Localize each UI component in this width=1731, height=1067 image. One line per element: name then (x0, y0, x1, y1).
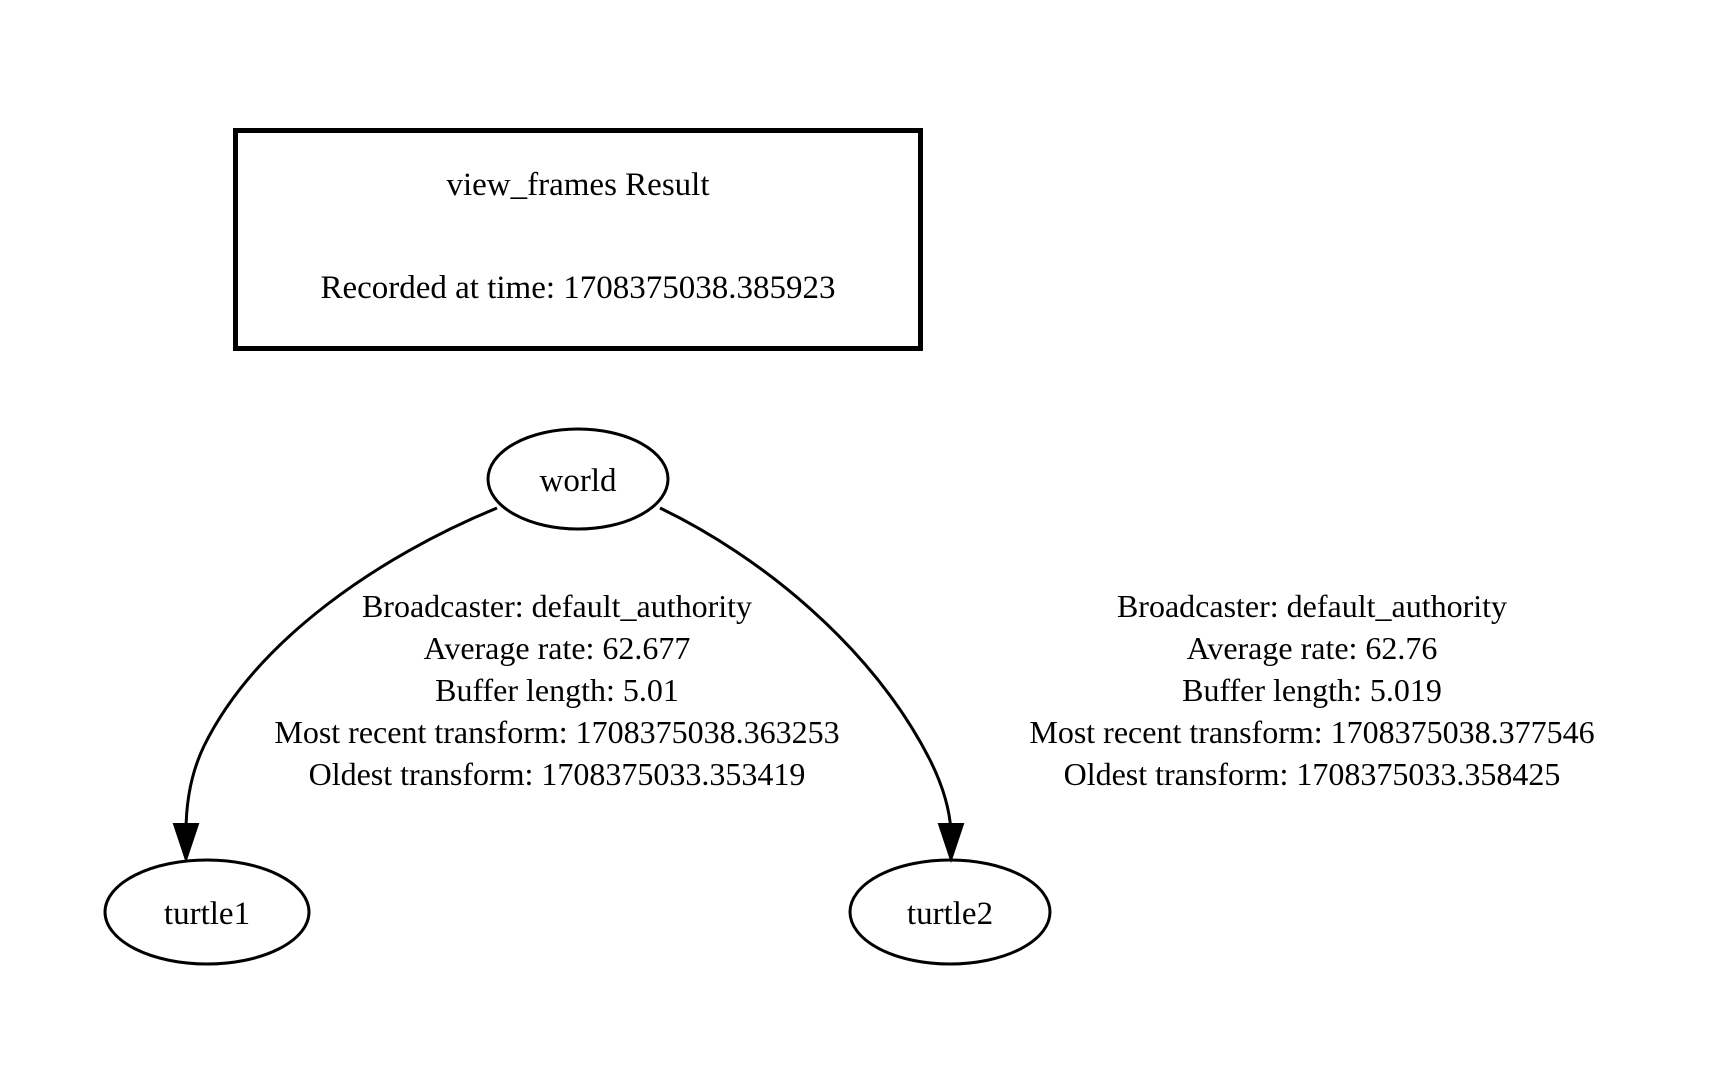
edge-label-world-turtle1: Broadcaster: default_authority Average r… (274, 585, 839, 795)
arrowhead-world-turtle1 (172, 823, 200, 864)
edge-label-line-most-recent-transform: Most recent transform: 1708375038.377546 (1029, 714, 1595, 750)
recorded-at-time: Recorded at time: 1708375038.385923 (320, 270, 836, 306)
edge-label-line-oldest-transform: Oldest transform: 1708375033.353419 (308, 756, 806, 792)
node-ellipse-turtle1[interactable] (103, 858, 311, 966)
page-title: view_frames Result (446, 167, 710, 203)
edge-label-line-average-rate: Average rate: 62.76 (1186, 630, 1438, 666)
node-label-turtle2[interactable]: turtle2 (906, 896, 994, 932)
edge-label-line-oldest-transform: Oldest transform: 1708375033.358425 (1063, 756, 1561, 792)
header-box: view_frames Result Recorded at time: 170… (233, 128, 923, 351)
edge-label-line-most-recent-transform: Most recent transform: 1708375038.363253 (274, 714, 840, 750)
arrowhead-world-turtle2 (937, 823, 965, 864)
edge-label-line-average-rate: Average rate: 62.677 (423, 630, 691, 666)
edge-label-line-buffer-length: Buffer length: 5.019 (1182, 672, 1442, 708)
edge-label-line-broadcaster: Broadcaster: default_authority (1116, 588, 1508, 624)
edge-label-line-broadcaster: Broadcaster: default_authority (361, 588, 753, 624)
node-ellipse-world[interactable] (486, 427, 670, 531)
edge-label-line-buffer-length: Buffer length: 5.01 (435, 672, 679, 708)
node-label-world[interactable]: world (539, 463, 617, 499)
edge-path-world-turtle1 (184, 506, 498, 833)
edge-label-world-turtle2: Broadcaster: default_authority Average r… (1029, 585, 1594, 795)
edge-path-world-turtle2 (659, 506, 953, 833)
node-label-turtle1[interactable]: turtle1 (163, 896, 251, 932)
